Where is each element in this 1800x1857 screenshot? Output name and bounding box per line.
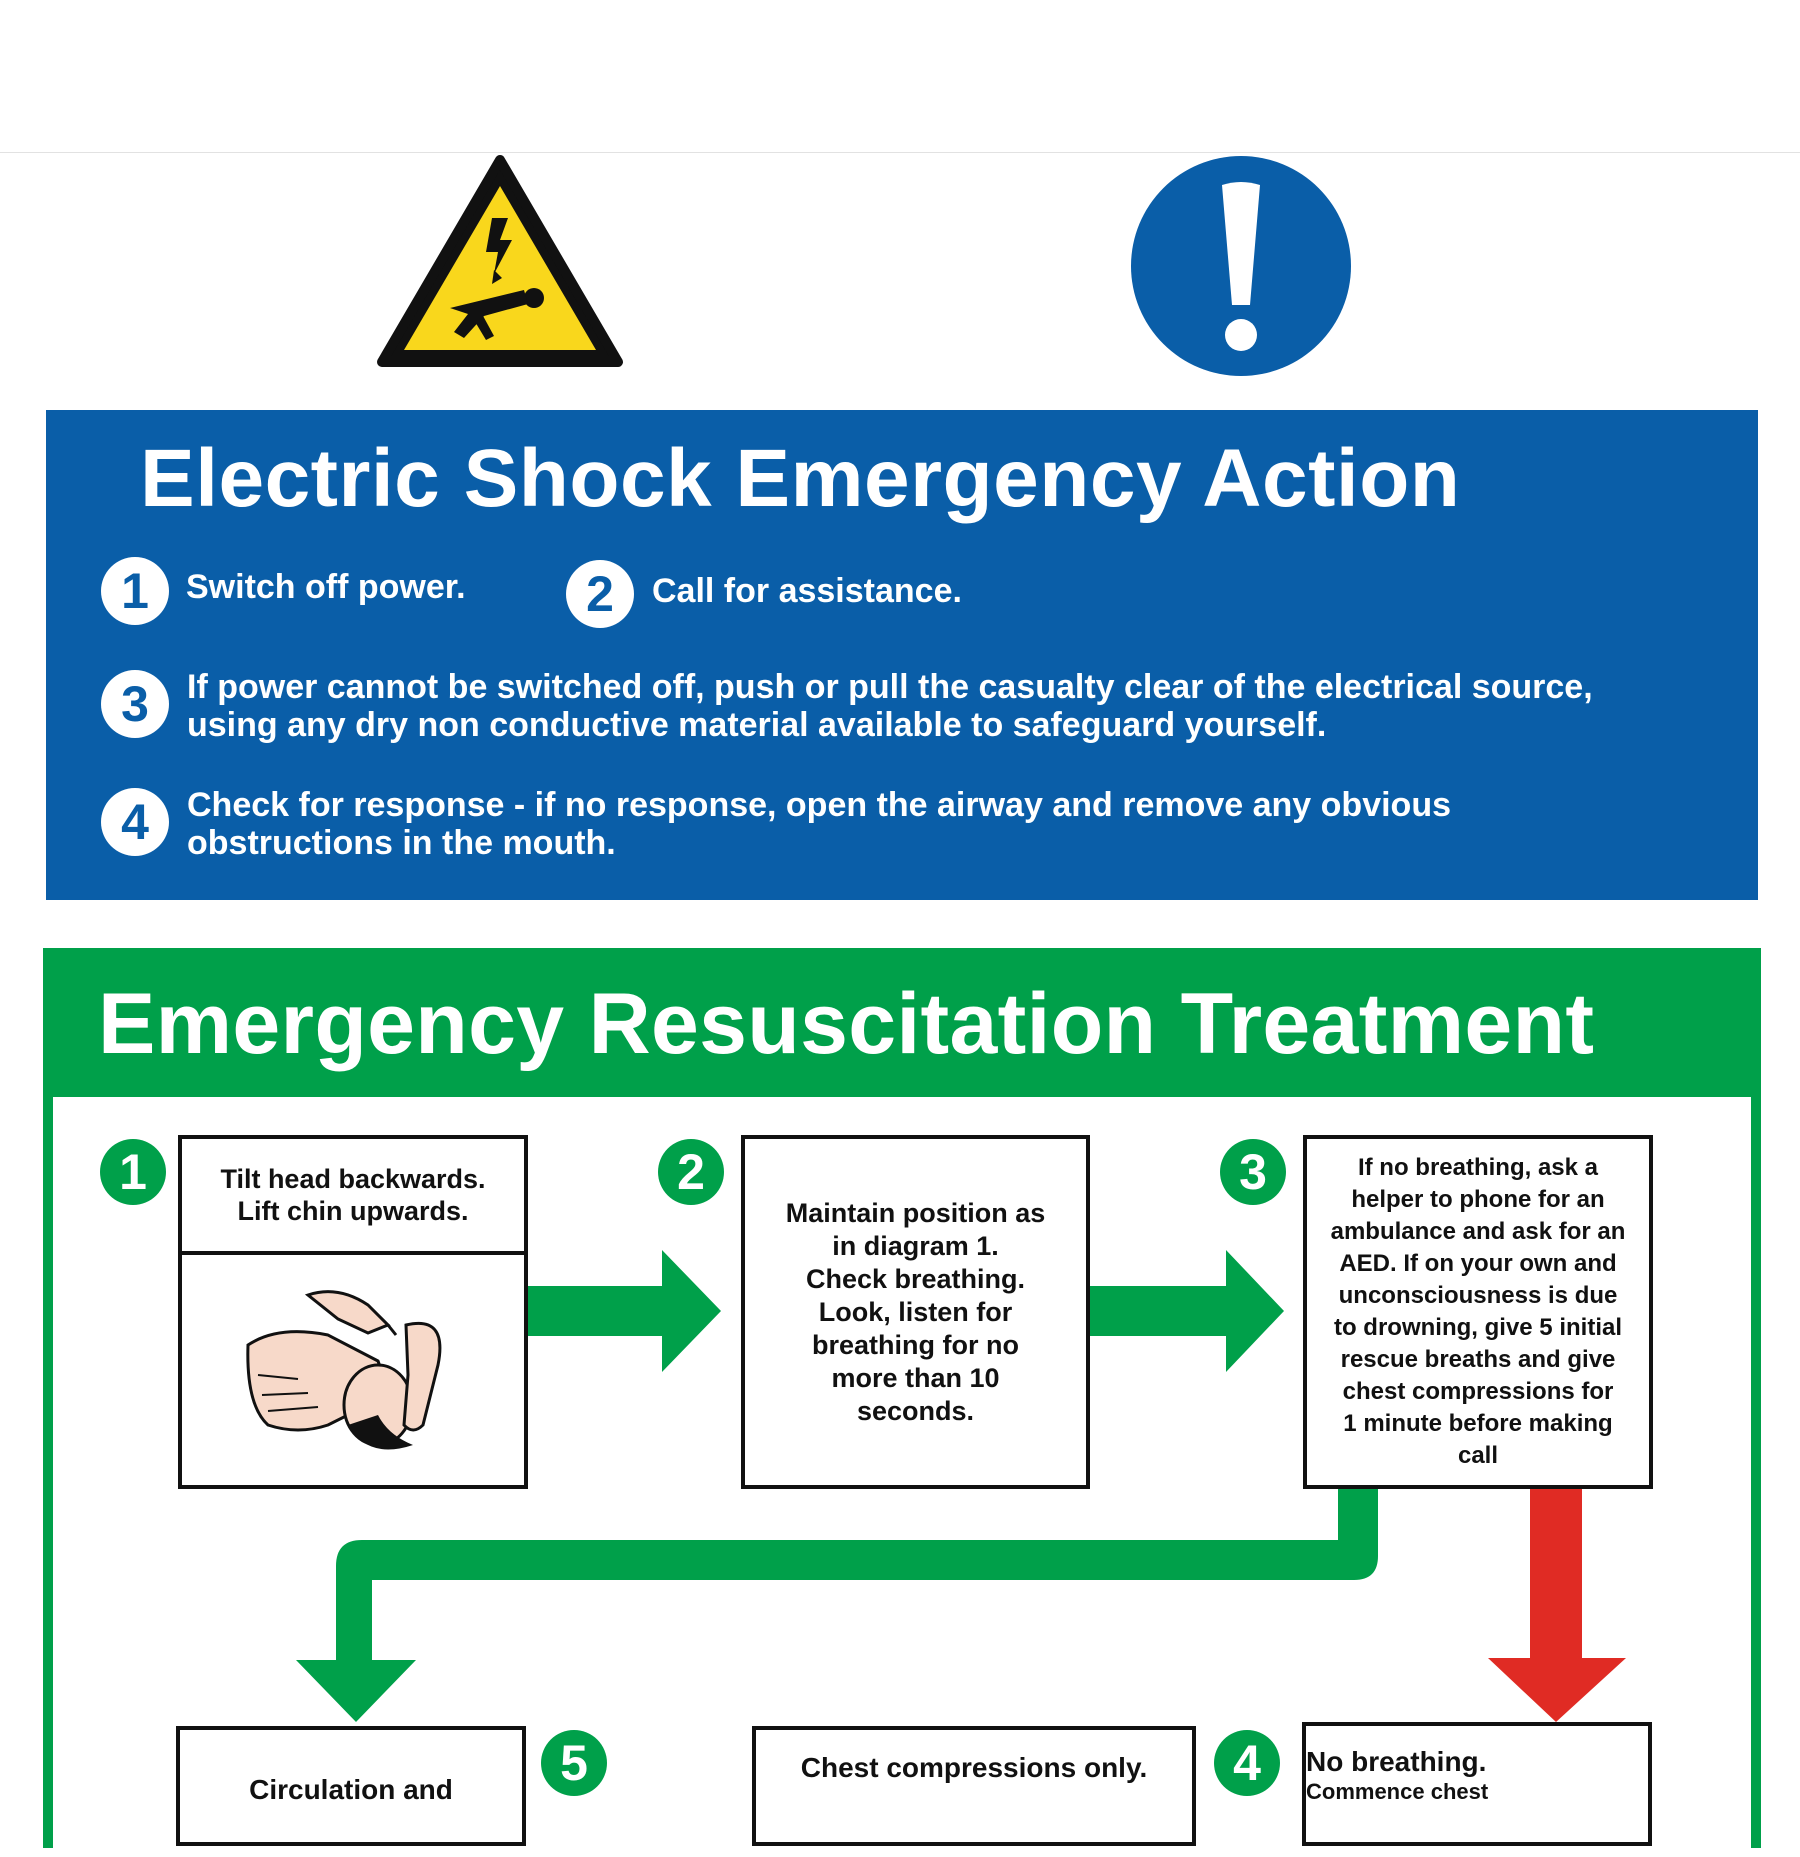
resus-step-2-box: Maintain position as in diagram 1. Check… [741, 1135, 1090, 1489]
resus-step-4-line2: Commence chest [1306, 1779, 1489, 1804]
step-4-text-line1: Check for response - if no response, ope… [187, 786, 1451, 824]
arrow-3-to-4 [1488, 1488, 1626, 1722]
resus-step-3-line: If no breathing, ask a [1357, 1154, 1599, 1181]
resus-step-5-text: Circulation and [249, 1774, 453, 1805]
exclamation-mandatory-icon [1131, 156, 1351, 376]
electric-shock-title: Electric Shock Emergency Action [140, 433, 1461, 524]
resus-step-2-line: breathing for no [812, 1329, 1019, 1360]
step-2-number: 2 [566, 560, 634, 628]
resus-step-3-number: 3 [1220, 1139, 1286, 1205]
top-divider [0, 152, 1800, 153]
resus-step-3-box: If no breathing, ask a helper to phone f… [1303, 1135, 1653, 1489]
step-4-number: 4 [101, 788, 169, 856]
resus-step-1-illustration-box [178, 1251, 528, 1489]
electric-shock-warning-icon [377, 155, 623, 367]
resus-step-2-line: more than 10 [831, 1362, 1000, 1393]
resus-step-1-line2: Lift chin upwards. [237, 1196, 469, 1226]
step-3-text-line1: If power cannot be switched off, push or… [187, 668, 1593, 706]
chest-compressions-box: Chest compressions only. [752, 1726, 1196, 1846]
head-tilt-illustration [246, 1290, 442, 1450]
resus-step-2-line: Check breathing. [805, 1263, 1026, 1294]
flow-arrows [296, 1250, 1626, 1722]
resus-step-5-number: 5 [541, 1730, 607, 1796]
arrow-2-to-3 [1088, 1250, 1284, 1372]
step-3-text-line2: using any dry non conductive material av… [187, 706, 1327, 744]
resus-step-3-line: unconsciousness is due [1338, 1282, 1618, 1309]
resus-step-2-line: Maintain position as [785, 1197, 1046, 1228]
electric-shock-panel [46, 410, 1758, 900]
resus-step-1-line1: Tilt head backwards. [220, 1164, 486, 1194]
step-1-number: 1 [101, 557, 169, 625]
step-2-text: Call for assistance. [652, 572, 962, 610]
step-3-number: 3 [101, 670, 169, 738]
resus-step-2-line: seconds. [856, 1395, 975, 1426]
resus-step-2-line: in diagram 1. [832, 1230, 999, 1261]
resus-step-1-caption-box: Tilt head backwards. Lift chin upwards. [178, 1135, 528, 1255]
resus-step-4-box: No breathing. Commence chest [1302, 1722, 1652, 1846]
resus-step-3-line: chest compressions for [1342, 1378, 1614, 1405]
resus-step-1-number: 1 [100, 1139, 166, 1205]
resus-step-5-box: Circulation and [176, 1726, 526, 1846]
resuscitation-title: Emergency Resuscitation Treatment [98, 976, 1595, 1072]
resus-step-3-line: ambulance and ask for an [1330, 1218, 1626, 1245]
step-4-text-line2: obstructions in the mouth. [187, 824, 616, 862]
resus-step-3-line: to drowning, give 5 initial [1333, 1314, 1622, 1341]
resus-step-2-number: 2 [658, 1139, 724, 1205]
resus-step-3-line: call [1457, 1442, 1499, 1469]
resus-step-2-line: Look, listen for [818, 1296, 1013, 1327]
resus-step-3-line: AED. If on your own and [1339, 1250, 1617, 1277]
resus-step-3-line: 1 minute before making [1343, 1410, 1613, 1437]
arrow-1-to-2 [526, 1250, 721, 1372]
resus-step-3-line: rescue breaths and give [1340, 1346, 1616, 1373]
resus-step-3-line: helper to phone for an [1351, 1186, 1605, 1213]
resus-step-4-line1: No breathing. [1306, 1746, 1487, 1777]
chest-compressions-text: Chest compressions only. [800, 1752, 1148, 1783]
step-1-text: Switch off power. [186, 568, 466, 606]
arrow-3-to-5 [296, 1488, 1378, 1722]
resus-step-4-number: 4 [1214, 1730, 1280, 1796]
